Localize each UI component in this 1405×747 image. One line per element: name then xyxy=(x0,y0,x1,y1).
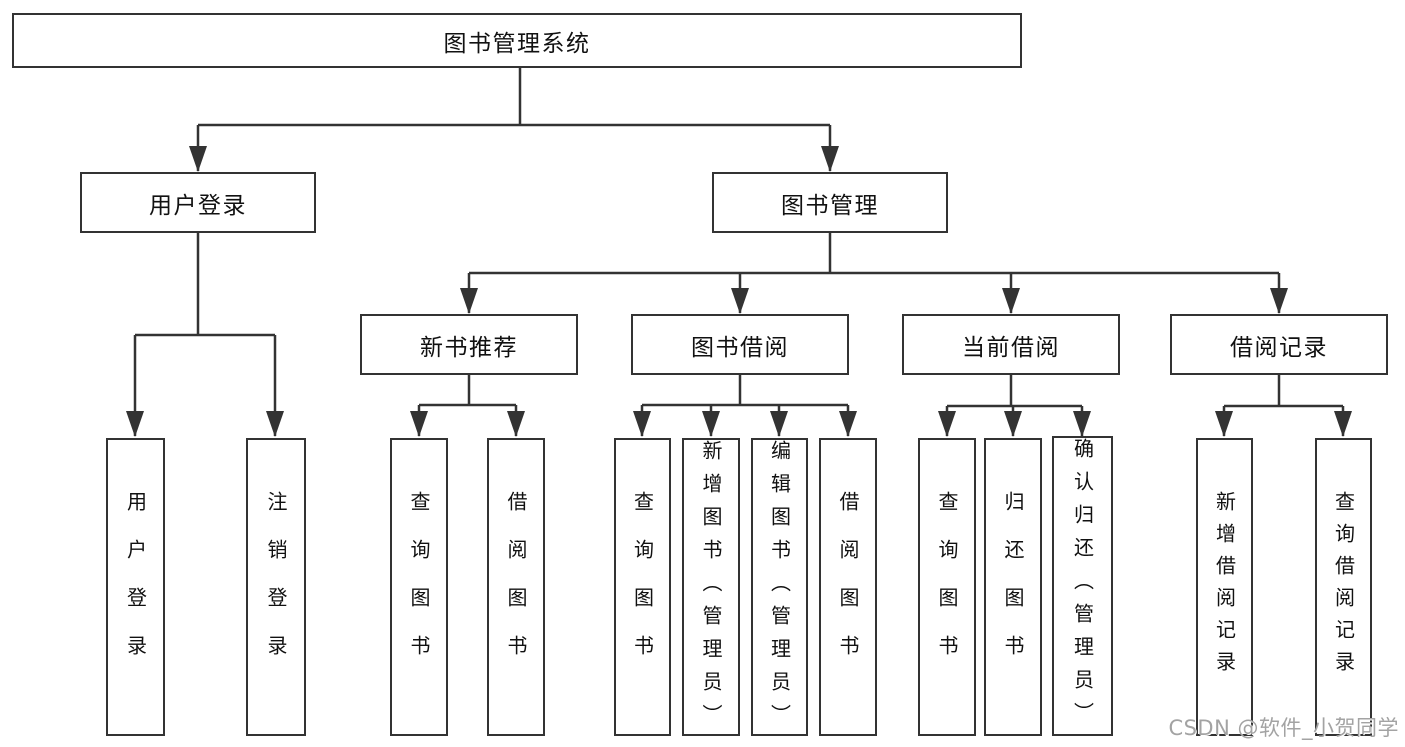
watermark: CSDN @软件_小贺同学 xyxy=(1168,716,1399,740)
node-book-management: 图书管理 xyxy=(712,172,948,233)
node-leaf-user-login: 用户登录 xyxy=(106,438,165,736)
node-leaf-return-books: 归还图书 xyxy=(984,438,1042,736)
node-new-book-recommend: 新书推荐 xyxy=(360,314,578,375)
node-leaf-borrow-books-recommend: 借阅图书 xyxy=(487,438,545,736)
node-leaf-add-borrow-record: 新增借阅记录 xyxy=(1196,438,1253,736)
node-leaf-query-books-recommend: 查询图书 xyxy=(390,438,448,736)
node-leaf-query-books-current: 查询图书 xyxy=(918,438,976,736)
node-leaf-query-books-borrow: 查询图书 xyxy=(614,438,671,736)
node-leaf-confirm-return-admin: 确认归还（管理员） xyxy=(1052,436,1113,736)
node-leaf-logout: 注销登录 xyxy=(246,438,306,736)
node-leaf-edit-books-admin: 编辑图书（管理员） xyxy=(751,438,808,737)
node-current-borrow: 当前借阅 xyxy=(902,314,1120,375)
node-book-borrow: 图书借阅 xyxy=(631,314,849,375)
node-leaf-add-books-admin: 新增图书（管理员） xyxy=(682,438,740,737)
node-root-library-system: 图书管理系统 xyxy=(12,13,1022,68)
node-leaf-borrow-books: 借阅图书 xyxy=(819,438,877,736)
node-borrow-records: 借阅记录 xyxy=(1170,314,1388,375)
node-user-login: 用户登录 xyxy=(80,172,316,233)
node-leaf-query-borrow-record: 查询借阅记录 xyxy=(1315,438,1372,736)
